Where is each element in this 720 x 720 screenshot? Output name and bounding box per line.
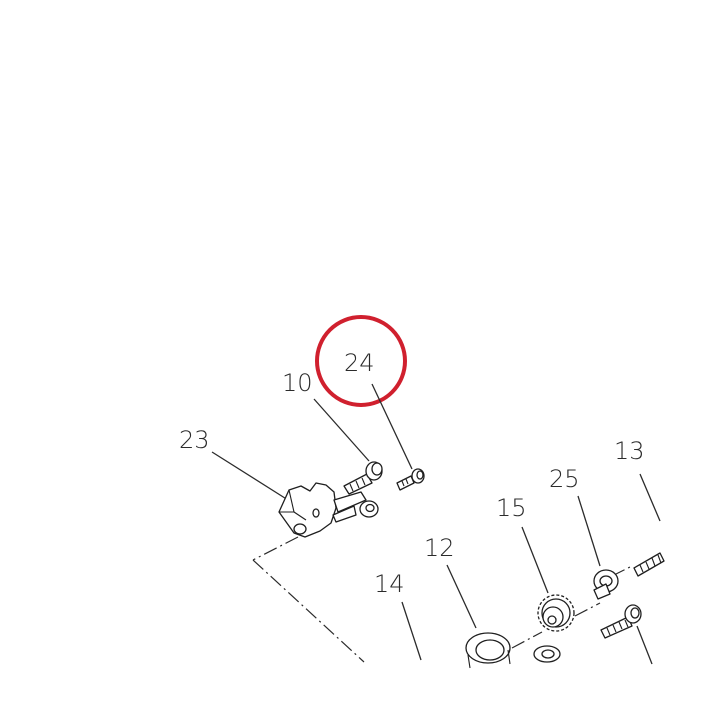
highlight-circle (315, 315, 407, 407)
leader-axle-screw (636, 625, 653, 665)
part-10-screw[interactable] (343, 461, 383, 495)
leader-12 (446, 564, 477, 629)
leader-25 (577, 495, 601, 567)
callout-12[interactable]: 12 (424, 534, 455, 562)
leader-10 (313, 398, 370, 462)
leader-23 (211, 451, 289, 501)
leader-lines (211, 383, 661, 661)
leader-13 (639, 473, 661, 522)
callout-13[interactable]: 13 (614, 437, 645, 465)
bracket-washer[interactable] (359, 500, 379, 518)
leader-14 (401, 601, 422, 661)
part-13-shaft[interactable] (633, 552, 665, 577)
part-24-screw[interactable] (396, 468, 425, 491)
part-15-gear[interactable] (537, 594, 575, 632)
callout-23[interactable]: 23 (179, 426, 210, 454)
axis-line-d (574, 602, 601, 617)
part-23-bracket[interactable] (278, 482, 367, 538)
roller-washer[interactable] (533, 645, 561, 663)
gear-axle-screw[interactable] (600, 604, 642, 639)
callout-25[interactable]: 25 (549, 465, 580, 493)
callout-24[interactable]: 24 (344, 349, 375, 377)
part-12-roller[interactable] (465, 632, 511, 669)
part-25-spacer[interactable] (593, 569, 619, 600)
axis-line-b (252, 559, 365, 663)
callout-15[interactable]: 15 (496, 494, 527, 522)
leader-24 (371, 383, 413, 470)
callout-14[interactable]: 14 (374, 570, 405, 598)
leader-15 (521, 526, 549, 594)
axis-line-a (252, 536, 299, 561)
axis-line-c (511, 631, 543, 649)
callout-10[interactable]: 10 (282, 369, 313, 397)
